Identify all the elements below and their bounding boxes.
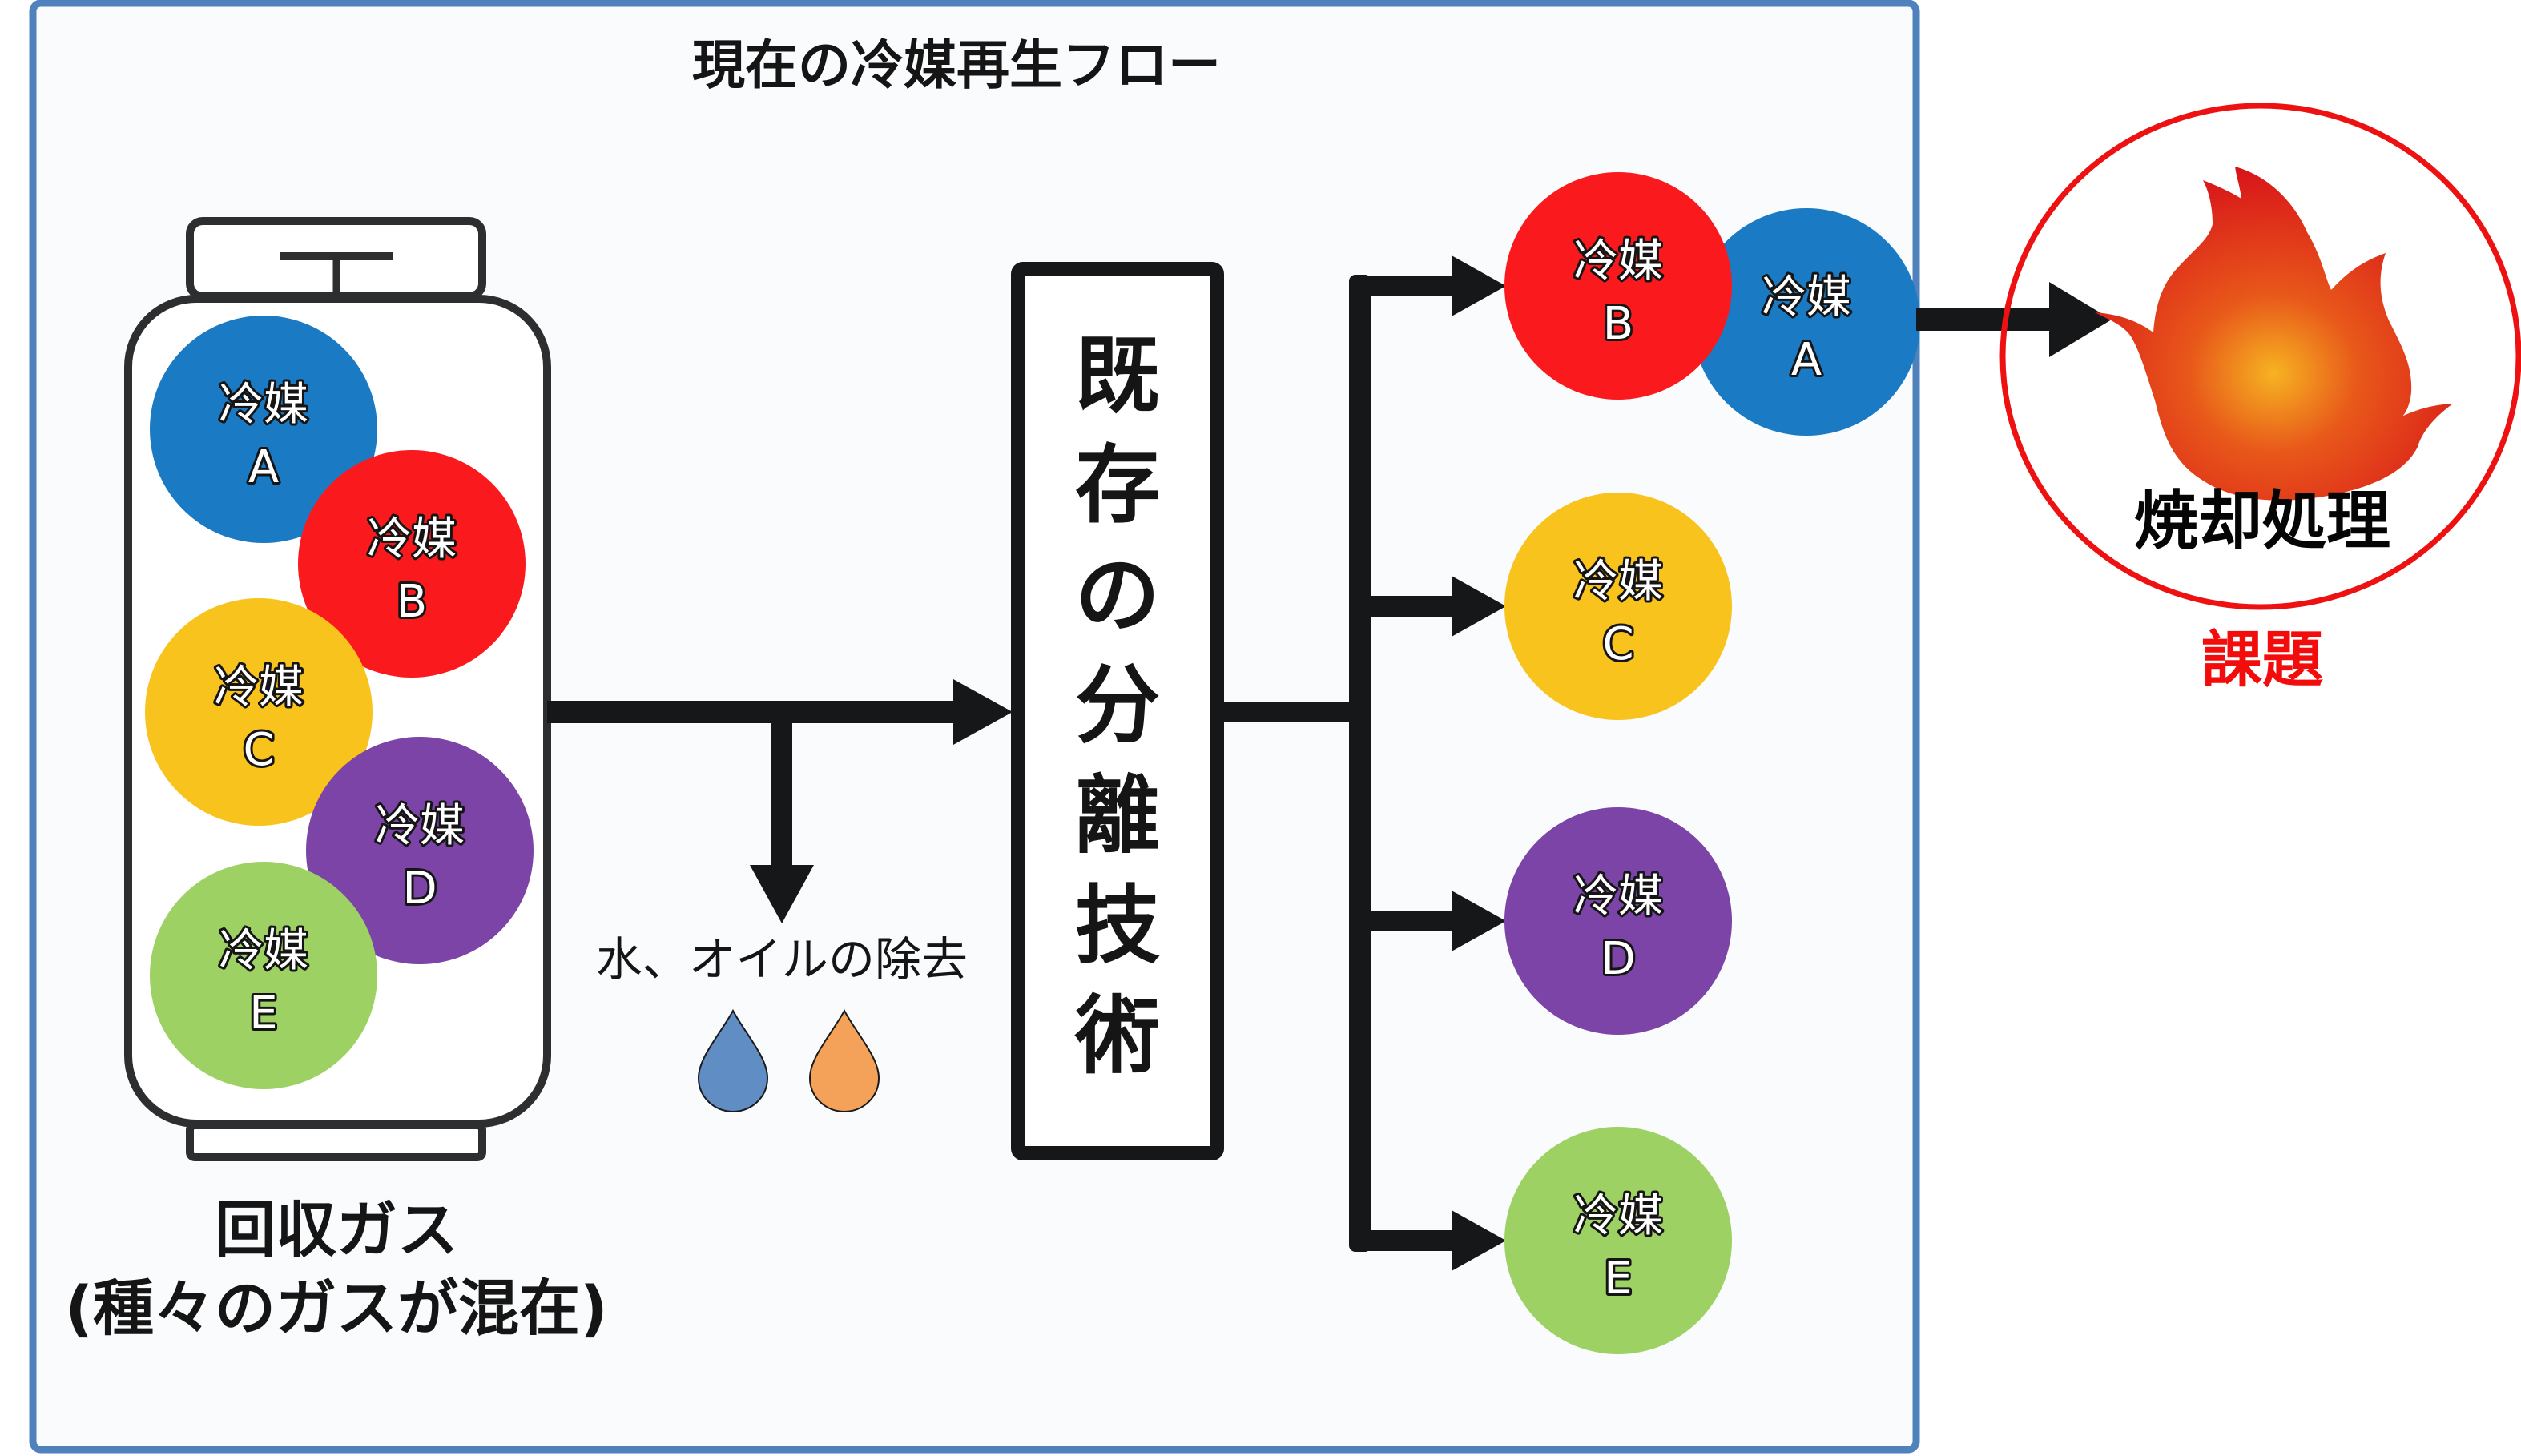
refrigerant-letter: A	[248, 441, 279, 493]
diagram-title: 現在の冷媒再生フロー	[692, 34, 1221, 96]
refrigerant-circle	[1693, 208, 1920, 436]
output-refrigerant-e: 冷媒 E	[1504, 1127, 1732, 1354]
water-drop-icon	[697, 1008, 769, 1113]
refrigerant-circle	[145, 598, 373, 826]
oil-drop-icon	[808, 1008, 880, 1113]
refrigerant-circle	[306, 737, 534, 964]
issue-highlight-ring	[1999, 103, 2521, 610]
fire-icon	[2095, 167, 2453, 501]
pretreatment-label: 水、オイルの除去	[596, 932, 968, 987]
refrigerant-label: 冷媒	[1573, 556, 1663, 608]
cylinder-base	[186, 1121, 486, 1161]
refrigerant-circle	[1504, 493, 1732, 720]
cylinder-caption-title: 回収ガス	[215, 1194, 458, 1265]
separation-box-char: 既	[1075, 326, 1160, 424]
refrigerant-label: 冷媒	[1762, 271, 1851, 324]
refrigerant-label: 冷媒	[214, 662, 304, 714]
cylinder-caption-subtitle: (種々のガスが混在)	[65, 1273, 607, 1344]
cylinder-refrigerant-a: 冷媒 A	[150, 316, 377, 543]
separation-box-char: 離	[1075, 766, 1160, 865]
refrigerant-letter: C	[243, 724, 274, 776]
refrigerant-label: 冷媒	[375, 800, 465, 852]
issue-label: 課題	[2201, 624, 2323, 695]
flow-arrow-pretreatment	[750, 712, 814, 923]
branch-arrow-3	[1360, 891, 1506, 951]
cylinder-refrigerant-b: 冷媒 B	[298, 450, 526, 678]
refrigerant-circle	[1504, 172, 1732, 400]
distribution-arrows	[1217, 255, 1506, 1271]
refrigerant-letter: B	[397, 576, 427, 628]
cylinder-refrigerant-d: 冷媒 D	[306, 737, 534, 964]
output-refrigerant-b: 冷媒 B	[1504, 172, 1732, 400]
refrigerant-circle	[1504, 1127, 1732, 1354]
separation-box-char: 技	[1075, 877, 1160, 975]
refrigerant-letter: C	[1602, 618, 1633, 670]
incineration-label: 焼却処理	[2134, 484, 2390, 558]
refrigerant-letter: D	[1601, 933, 1635, 985]
refrigerant-letter: B	[1603, 298, 1633, 350]
separation-box-char: 存	[1075, 436, 1160, 535]
incineration-group: 焼却処理 課題	[1999, 103, 2521, 695]
refrigerant-label: 冷媒	[219, 379, 308, 431]
refrigerant-label: 冷媒	[1573, 871, 1663, 923]
separation-box-char: の	[1075, 546, 1160, 645]
branch-arrow-1	[1360, 255, 1506, 316]
refrigerant-letter: D	[402, 863, 437, 915]
separation-box-char: 分	[1075, 657, 1160, 755]
output-refrigerant-c: 冷媒 C	[1504, 493, 1732, 720]
refrigerant-letter: E	[1604, 1253, 1632, 1305]
refrigerant-label: 冷媒	[1573, 235, 1663, 288]
refrigerant-label: 冷媒	[219, 925, 308, 977]
refrigerant-circle	[1504, 807, 1732, 1035]
flow-arrow-to-separation	[547, 679, 1013, 745]
branch-arrow-2	[1360, 576, 1506, 637]
refrigerant-label: 冷媒	[1573, 1190, 1663, 1242]
cylinder-refrigerant-c: 冷媒 C	[145, 598, 373, 826]
gas-cylinder: 冷媒 A 冷媒 B 冷媒 C 冷媒 D 冷媒 E	[124, 217, 551, 1161]
refrigerant-circle	[150, 862, 377, 1089]
branch-arrow-4	[1360, 1210, 1506, 1271]
refrigerant-letter: E	[249, 987, 277, 1040]
separation-box-char: 術	[1074, 987, 1160, 1085]
refrigerant-label: 冷媒	[367, 513, 457, 565]
output-refrigerant-d: 冷媒 D	[1504, 807, 1732, 1035]
refrigerant-circle	[298, 450, 526, 678]
refrigerant-circle	[150, 316, 377, 543]
refrigerant-letter: A	[1791, 334, 1822, 386]
output-refrigerant-a: 冷媒 A	[1693, 208, 1920, 436]
cylinder-refrigerant-e: 冷媒 E	[150, 862, 377, 1089]
flow-arrow-to-incineration	[1916, 282, 2112, 357]
